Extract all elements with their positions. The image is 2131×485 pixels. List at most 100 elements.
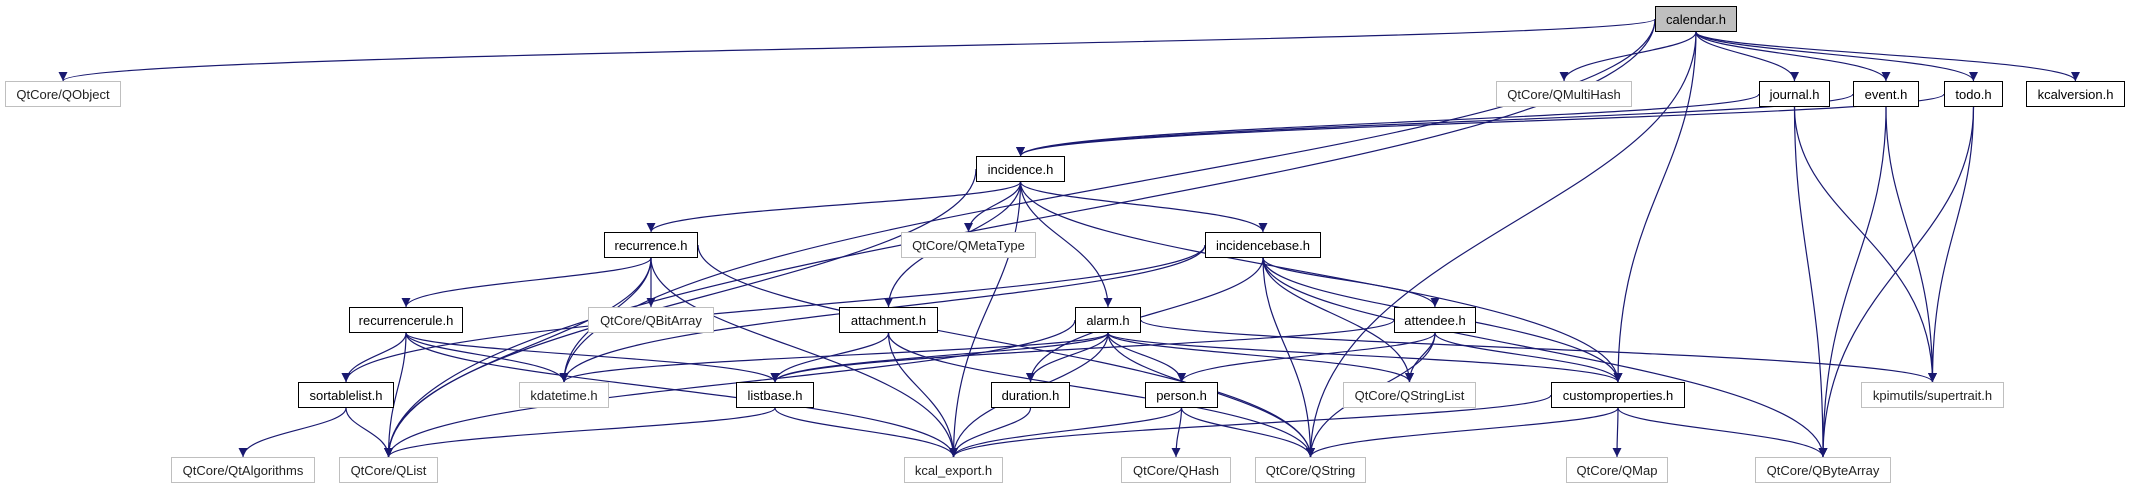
edge-calendar-to-qstring	[1306, 31, 1697, 458]
node-recurrence[interactable]: recurrence.h	[604, 232, 698, 258]
edge-attendee-to-person	[1177, 332, 1436, 383]
node-todo[interactable]: todo.h	[1944, 81, 2003, 107]
node-qmap: QtCore/QMap	[1566, 457, 1668, 483]
node-label: recurrence.h	[614, 237, 688, 253]
node-kcalexport: kcal_export.h	[904, 457, 1003, 483]
edge-journal-to-qbytearray	[1793, 106, 1828, 458]
node-listbase[interactable]: listbase.h	[736, 382, 814, 408]
edge-todo-to-qbytearray	[1818, 106, 1975, 458]
edge-calendar-to-journal	[1695, 31, 1799, 82]
edge-alarm-to-qstringlist	[1107, 332, 1414, 383]
node-kdatetime: kdatetime.h	[519, 382, 609, 408]
edge-incidencebase-to-sortablelist	[341, 244, 1206, 383]
edge-sortablelist-to-qlist	[345, 407, 393, 458]
node-label: QtCore/QMap	[1576, 462, 1658, 478]
node-qmultihash: QtCore/QMultiHash	[1496, 81, 1632, 107]
node-label: QtCore/QString	[1265, 462, 1356, 478]
node-sortablelist[interactable]: sortablelist.h	[298, 382, 394, 408]
edge-listbase-to-qlist	[384, 407, 776, 458]
edge-incidence-to-alarm	[1019, 181, 1113, 308]
node-label: journal.h	[1769, 86, 1820, 102]
edge-recurrencerule-to-qlist	[384, 332, 407, 458]
edge-recurrence-to-recurrencerule	[401, 257, 652, 308]
node-qobject: QtCore/QObject	[5, 81, 121, 107]
edge-customproperties-to-kcalexport	[949, 394, 1552, 458]
node-label: incidencebase.h	[1216, 237, 1310, 253]
edge-alarm-to-supertrait	[1140, 319, 1937, 383]
node-label: customproperties.h	[1562, 387, 1674, 403]
edge-person-to-kcalexport	[949, 407, 1183, 458]
node-label: QtCore/QBitArray	[600, 312, 702, 328]
edge-person-to-qhash	[1171, 407, 1183, 458]
node-label: incidence.h	[987, 161, 1054, 177]
node-label: QtCore/QHash	[1133, 462, 1219, 478]
edge-customproperties-to-qstring	[1306, 407, 1619, 458]
node-label: QtCore/QList	[350, 462, 427, 478]
node-label: attachment.h	[850, 312, 927, 328]
node-label: QtCore/QMultiHash	[1507, 86, 1621, 102]
node-label: alarm.h	[1086, 312, 1130, 328]
node-alarm[interactable]: alarm.h	[1075, 307, 1141, 333]
edge-calendar-to-qobject	[58, 18, 1656, 82]
edge-recurrencerule-to-kdatetime	[405, 332, 569, 383]
node-incidencebase[interactable]: incidencebase.h	[1205, 232, 1321, 258]
edge-recurrence-to-kcalexport	[650, 257, 958, 458]
node-label: recurrencerule.h	[358, 312, 454, 328]
node-label: QtCore/QObject	[16, 86, 110, 102]
edge-alarm-to-kdatetime	[559, 332, 1109, 383]
node-attachment[interactable]: attachment.h	[839, 307, 938, 333]
node-label: QtCore/QMetaType	[912, 237, 1025, 253]
edge-incidencebase-to-qstringlist	[1262, 257, 1414, 383]
edge-recurrencerule-to-listbase	[405, 332, 780, 383]
node-attendee[interactable]: attendee.h	[1394, 307, 1476, 333]
node-person[interactable]: person.h	[1145, 382, 1218, 408]
node-incidence[interactable]: incidence.h	[976, 156, 1065, 182]
node-label: kpimutils/supertrait.h	[1872, 387, 1993, 403]
node-calendar: calendar.h	[1655, 6, 1737, 32]
node-event[interactable]: event.h	[1853, 81, 1919, 107]
node-qstring: QtCore/QString	[1255, 457, 1366, 483]
edge-customproperties-to-qmap	[1612, 407, 1622, 458]
node-label: person.h	[1156, 387, 1207, 403]
edge-alarm-to-customproperties	[1107, 332, 1623, 383]
edge-calendar-to-kcalversion	[1695, 31, 2080, 82]
node-label: todo.h	[1955, 86, 1992, 102]
node-label: kcalversion.h	[2037, 86, 2114, 102]
edge-attachment-to-kcalexport	[887, 332, 958, 458]
edge-listbase-to-kcalexport	[774, 407, 958, 458]
node-qstringlist: QtCore/QStringList	[1343, 382, 1476, 408]
node-label: duration.h	[1001, 387, 1060, 403]
node-duration[interactable]: duration.h	[991, 382, 1070, 408]
edge-incidencebase-to-duration	[1026, 257, 1264, 383]
node-supertrait: kpimutils/supertrait.h	[1861, 382, 2004, 408]
edge-recurrence-to-qstring	[697, 244, 1315, 458]
node-customproperties[interactable]: customproperties.h	[1551, 382, 1685, 408]
node-qmetatype: QtCore/QMetaType	[901, 232, 1036, 258]
edge-incidencebase-to-attendee	[1262, 257, 1440, 308]
node-label: kcal_export.h	[914, 462, 993, 478]
node-label: event.h	[1864, 86, 1908, 102]
edge-alarm-to-qlist	[384, 319, 1076, 458]
edge-incidencebase-to-qbytearray	[1262, 257, 1828, 458]
node-qtalgorithms: QtCore/QtAlgorithms	[171, 457, 315, 483]
edge-attendee-to-customproperties	[1434, 332, 1623, 383]
edge-alarm-to-person	[1107, 332, 1186, 383]
edge-event-to-qbytearray	[1818, 106, 1887, 458]
edge-todo-to-supertrait	[1928, 106, 1975, 383]
edge-event-to-supertrait	[1885, 106, 1937, 383]
edge-incidence-to-recurrence	[646, 181, 1022, 233]
node-recurrencerule[interactable]: recurrencerule.h	[349, 307, 463, 333]
edge-person-to-qstring	[1180, 407, 1315, 458]
edge-customproperties-to-qbytearray	[1617, 407, 1828, 458]
node-qbitarray: QtCore/QBitArray	[588, 307, 714, 333]
node-kcalversion[interactable]: kcalversion.h	[2026, 81, 2125, 107]
edge-attendee-to-listbase	[770, 319, 1395, 383]
edge-recurrencerule-to-sortablelist	[341, 332, 407, 383]
node-label: QtCore/QtAlgorithms	[182, 462, 304, 478]
edge-calendar-to-qmultihash	[1559, 31, 1697, 82]
node-qhash: QtCore/QHash	[1121, 457, 1231, 483]
edge-journal-to-incidence	[1016, 93, 1760, 157]
node-journal[interactable]: journal.h	[1759, 81, 1830, 107]
node-qbytearray: QtCore/QByteArray	[1755, 457, 1891, 483]
